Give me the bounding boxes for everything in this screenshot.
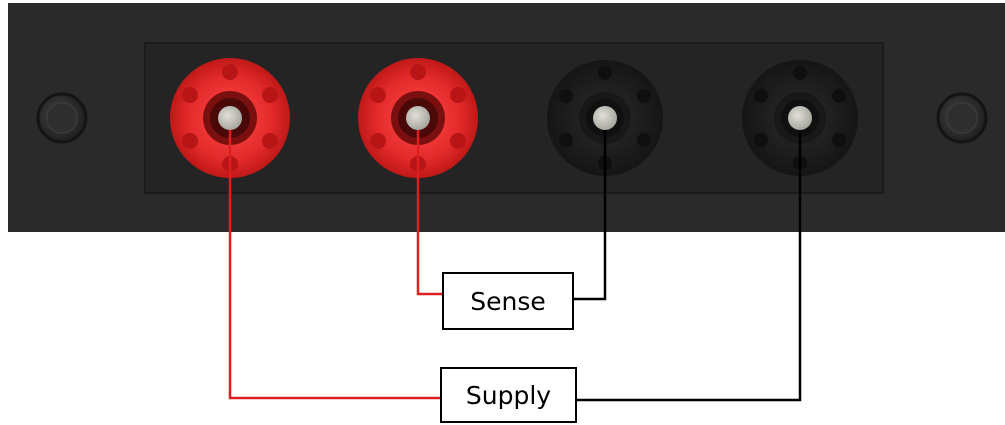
sense-red-wire (416, 130, 442, 296)
pin-icon (788, 106, 812, 130)
supply-black-wire (577, 130, 802, 402)
red-terminal-1 (170, 58, 290, 178)
pin-icon (593, 106, 617, 130)
pin-icon (406, 106, 430, 130)
sense-label: Sense (470, 286, 546, 316)
black-terminal-2 (742, 60, 858, 176)
supply-label: Supply (465, 380, 552, 410)
pin-icon (218, 106, 242, 130)
sense-black-wire (574, 130, 607, 301)
supply-label-box: Supply (440, 367, 577, 423)
red-terminal-2 (358, 58, 478, 178)
screw-icon (936, 92, 988, 144)
sense-label-box: Sense (442, 272, 574, 330)
supply-red-wire (228, 130, 440, 400)
screw-icon (36, 92, 88, 144)
black-terminal-1 (547, 60, 663, 176)
